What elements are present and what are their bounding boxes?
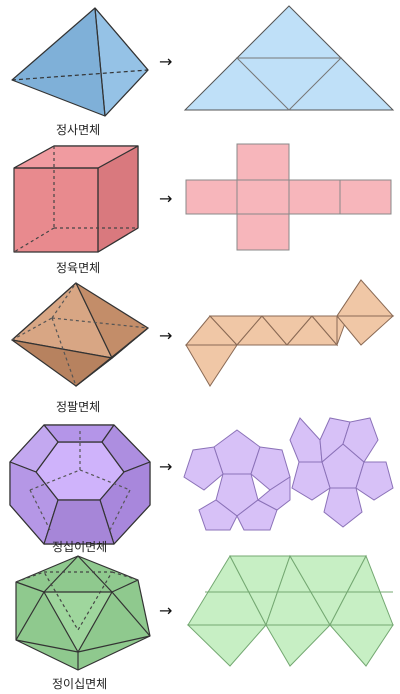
octahedron-net: [184, 279, 395, 387]
tetrahedron-net: [183, 5, 395, 111]
icosahedron-solid: [15, 555, 151, 671]
tetrahedron-label: 정사면체: [56, 123, 101, 137]
cube-net: [185, 143, 392, 251]
octahedron-solid: [11, 282, 149, 387]
arrow-row-4: →: [159, 457, 173, 476]
icosahedron-label: 정이십면체: [52, 677, 108, 691]
dodecahedron-label: 정십이면체: [52, 540, 108, 554]
cube-label: 정육면체: [56, 261, 101, 275]
cube-solid: [13, 145, 139, 253]
dodecahedron-solid: [9, 424, 151, 545]
dodecahedron-net: [183, 417, 394, 531]
arrow-row-3: →: [159, 326, 173, 345]
octahedron-label: 정팔면체: [56, 400, 101, 414]
arrow-row-1: →: [159, 52, 173, 71]
arrow-row-2: →: [159, 189, 173, 208]
arrow-row-5: →: [159, 601, 173, 620]
icosahedron-net: [186, 554, 394, 667]
tetrahedron-solid: [11, 7, 149, 117]
